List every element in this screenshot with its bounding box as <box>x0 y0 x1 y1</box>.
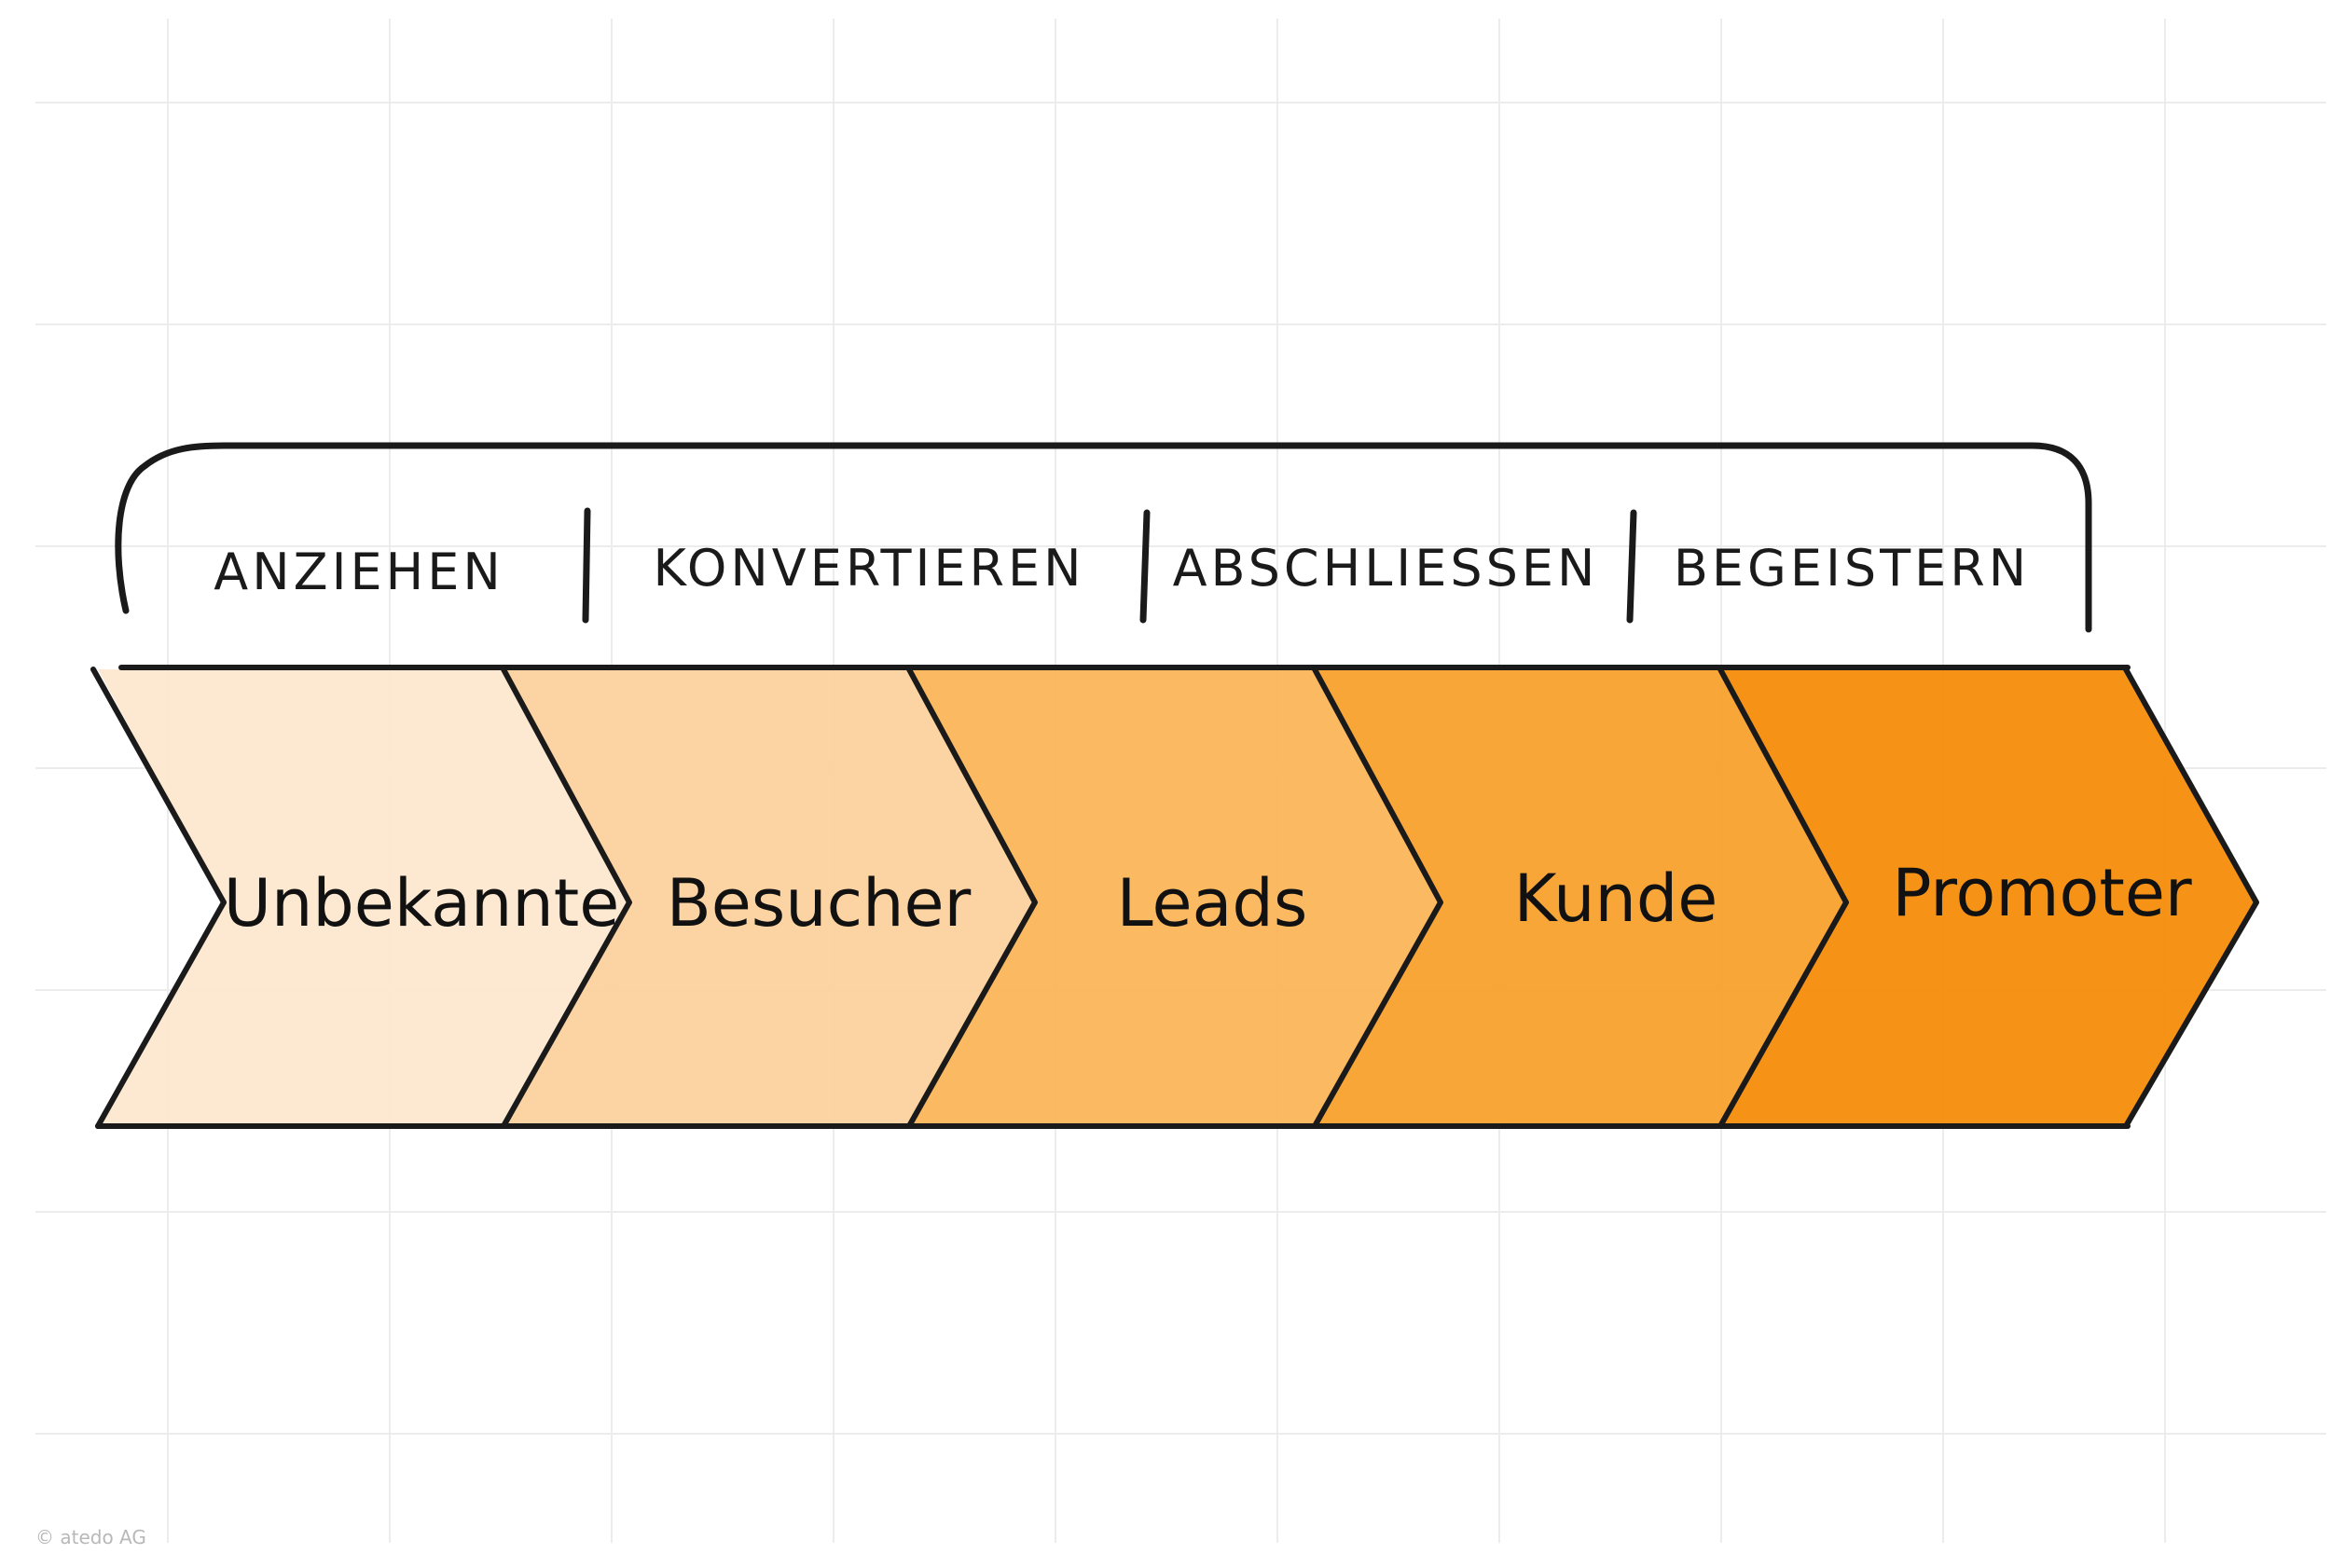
phase-label: ABSCHLIESSEN <box>1173 539 1599 598</box>
stage-label-kunde: Kunde <box>1514 860 1718 937</box>
stage-labels: Unbekannte Besucher Leads Kunde Promoter <box>224 855 2192 942</box>
phase-labels: ANZIEHEN KONVERTIEREN ABSCHLIESSEN BEGEI… <box>214 539 2030 601</box>
stage-fill-unbekannte <box>98 669 629 1128</box>
stage-fill-besucher <box>503 669 1035 1128</box>
stage-fills <box>98 669 2256 1128</box>
stage-fill-promoter <box>1720 669 2256 1128</box>
stage-outline <box>90 665 2259 1129</box>
stage-label-unbekannte: Unbekannte <box>224 865 620 942</box>
phase-brace <box>115 442 2092 633</box>
copyright-credit: © atedo AG <box>35 1526 146 1548</box>
stage-label-leads: Leads <box>1117 865 1308 942</box>
stage-label-promoter: Promoter <box>1892 855 2192 931</box>
phase-dividers <box>582 507 1637 624</box>
stage-fill-kunde <box>1315 669 1846 1128</box>
phase-label: KONVERTIEREN <box>653 539 1084 598</box>
phase-label: BEGEISTERN <box>1674 539 2030 598</box>
phase-label: ANZIEHEN <box>214 543 504 601</box>
stage-fill-leads <box>909 669 1441 1128</box>
stage-label-besucher: Besucher <box>667 865 972 942</box>
